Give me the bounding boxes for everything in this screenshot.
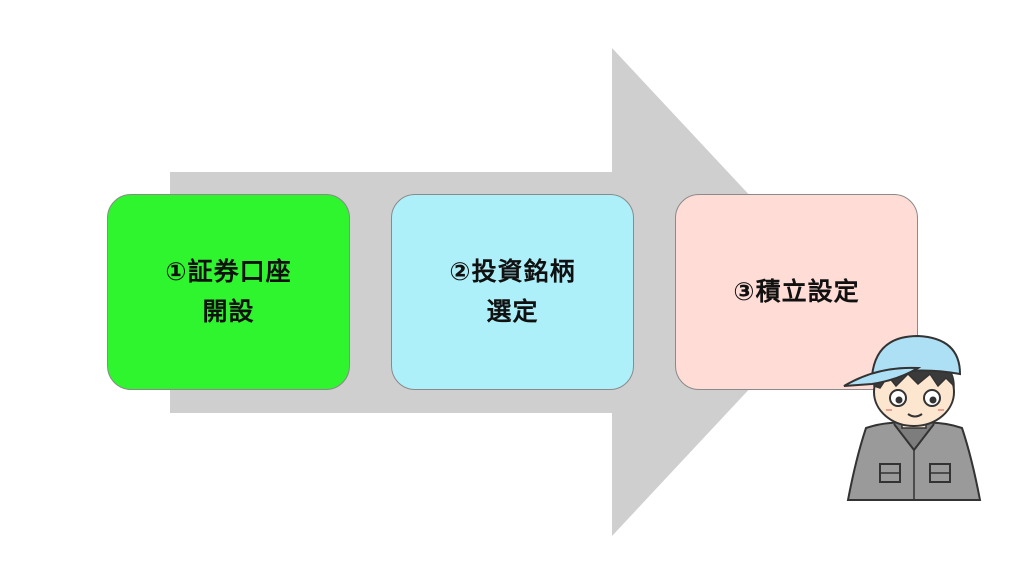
step-2-box: ②投資銘柄 選定 bbox=[391, 194, 634, 390]
worker-character-icon bbox=[843, 334, 982, 501]
step-1-label: ①証券口座 開設 bbox=[165, 257, 292, 326]
step-3-label: ③積立設定 bbox=[733, 277, 860, 306]
step-1-box: ①証券口座 開設 bbox=[107, 194, 350, 390]
step-2-label: ②投資銘柄 選定 bbox=[449, 257, 576, 326]
